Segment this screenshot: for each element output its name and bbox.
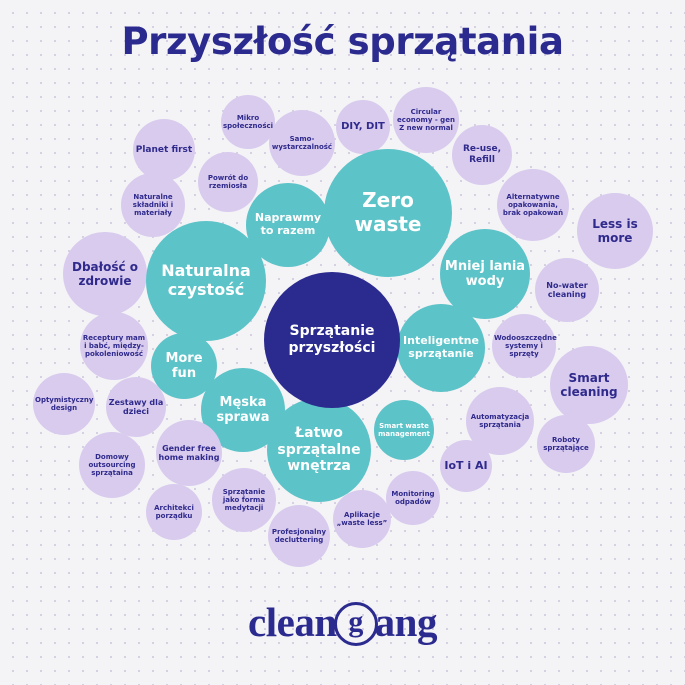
bubble-label: Roboty sprzątające: [543, 435, 589, 452]
bubble-label: Samo-wystarczalność: [271, 134, 333, 151]
bubble-label: Aplikacje „waste less”: [336, 510, 388, 527]
bubble-diy-dit: DIY, DIT: [336, 100, 390, 154]
bubble-label: Zero waste: [354, 188, 422, 236]
logo-ring-letter: g: [348, 605, 363, 638]
bubble-label: Planet first: [135, 144, 193, 155]
bubble-roboty-sprzatajace: Roboty sprzątające: [537, 415, 595, 473]
bubble-planet-first: Planet first: [133, 119, 195, 181]
bubble-label: Less is more: [592, 216, 638, 245]
bubble-zestawy-dla-dzieci: Zestawy dla dzieci: [106, 377, 166, 437]
bubble-label: No-water cleaning: [546, 280, 588, 299]
bubble-profesjonalny-decluttering: Profesjonalny decluttering: [268, 505, 330, 567]
bubble-label: Domowy outsourcing sprzątaina: [88, 452, 136, 478]
bubble-label: Naturalna czystość: [161, 261, 251, 299]
bubble-label: More fun: [165, 350, 203, 381]
page-title: Przyszłość sprzątania: [121, 20, 564, 63]
bubble-label: Powrót do rzemiosła: [207, 173, 249, 190]
bubble-dbalosc-o-zdrowie: Dbałość o zdrowie: [63, 232, 147, 316]
bubble-alternatywne-opakowania-brak-opakowan: Alternatywne opakowania, brak opakowań: [497, 169, 569, 241]
bubble-label: Łatwo sprzątalne wnętrza: [277, 425, 361, 475]
bubble-label: Monitoring odpadów: [391, 489, 435, 506]
bubble-label: Optymistyczny design: [35, 395, 94, 412]
bubble-domowy-outsourcing-sprzataina: Domowy outsourcing sprzątaina: [79, 432, 145, 498]
bubble-wodooszczedne-systemy-i-sprzety: Wodooszczędne systemy i sprzęty: [492, 314, 557, 378]
bubble-less-is-more: Less is more: [577, 193, 653, 269]
bubble-iot-i-ai: IoT i AI: [440, 440, 492, 492]
bubble-label: Inteligentne sprzątanie: [403, 334, 479, 360]
bubble-label: Smart cleaning: [560, 370, 618, 399]
bubble-label: Alternatywne opakowania, brak opakowań: [502, 192, 564, 218]
bubble-naturalne-skladniki-i-materialy: Naturalne składniki i materiały: [121, 173, 185, 237]
logo-text-part1: clean: [248, 599, 337, 645]
bubble-label: Wodooszczędne systemy i sprzęty: [494, 333, 557, 359]
bubble-label: Sprzątanie jako forma medytacji: [222, 487, 266, 513]
bubble-label: Automatyzacja sprzątania: [470, 412, 530, 429]
bubble-samo-wystarczalnosc: Samo-wystarczalność: [269, 110, 335, 176]
bubble-sprzatanie-jako-forma-medytacji: Sprzątanie jako forma medytacji: [212, 468, 276, 532]
bubble-inteligentne-sprzatanie: Inteligentne sprzątanie: [397, 304, 485, 392]
bubble-smart-cleaning: Smart cleaning: [550, 346, 628, 424]
bubble-receptury-mam-i-babc-miedzy-pokoleniowosc: Receptury mam i babć, między-pokoleniowo…: [80, 312, 148, 380]
bubble-naprawmy-to-razem: Naprawmy to razem: [246, 183, 330, 267]
bubble-label: Mikro społeczności: [223, 113, 274, 130]
bubble-label: Circular economy - gen Z new normal: [397, 107, 455, 133]
bubble-label: Zestawy dla dzieci: [108, 397, 164, 416]
bubble-no-water-cleaning: No-water cleaning: [535, 258, 599, 322]
logo-text-part2: ang: [374, 599, 438, 645]
bubble-label: Męska sprawa: [216, 394, 270, 425]
bubble-smart-waste-management: Smart waste management: [374, 400, 434, 460]
bubble-latwo-sprzatalne-wnetrza: Łatwo sprzątalne wnętrza: [267, 398, 371, 502]
bubble-label: Architekci porządku: [154, 503, 194, 520]
bubble-naturalna-czystosc: Naturalna czystość: [146, 221, 266, 341]
bubble-label: Sprzątanie przyszłości: [288, 323, 376, 356]
bubble-label: Smart waste management: [378, 421, 430, 438]
center-bubble-sprzatanie-przyszlosci: Sprzątanie przyszłości: [264, 272, 400, 408]
bubble-re-use-refill: Re-use, Refill: [452, 125, 512, 185]
bubble-gender-free-home-making: Gender free home making: [156, 420, 222, 486]
bubble-circular-economy-gen-z-new-normal: Circular economy - gen Z new normal: [393, 87, 459, 153]
bubble-label: Re-use, Refill: [462, 144, 502, 165]
bubble-zero-waste: Zero waste: [324, 149, 452, 277]
bubble-label: Receptury mam i babć, między-pokoleniowo…: [82, 333, 146, 359]
bubble-mniej-lania-wody: Mniej lania wody: [440, 229, 530, 319]
bubble-label: Dbałość o zdrowie: [71, 259, 139, 288]
bubble-mikro-spolecznosci: Mikro społeczności: [221, 95, 275, 149]
bubble-label: Profesjonalny decluttering: [271, 527, 327, 544]
bubble-aplikacje-waste-less: Aplikacje „waste less”: [333, 490, 391, 548]
bubble-monitoring-odpadow: Monitoring odpadów: [386, 471, 440, 525]
bubble-powrot-do-rzemiosla: Powrót do rzemiosła: [198, 152, 258, 212]
bubble-optymistyczny-design: Optymistyczny design: [33, 373, 95, 435]
bubble-label: DIY, DIT: [341, 121, 385, 133]
bubble-label: Mniej lania wody: [444, 258, 526, 289]
bubble-label: Gender free home making: [158, 443, 220, 462]
bubble-label: Naturalne składniki i materiały: [132, 192, 174, 218]
logo-ring-icon: g: [333, 602, 378, 646]
bubble-architekci-porzadku: Architekci porządku: [146, 484, 202, 540]
bubble-label: IoT i AI: [444, 458, 488, 472]
bubble-label: Naprawmy to razem: [254, 211, 322, 237]
